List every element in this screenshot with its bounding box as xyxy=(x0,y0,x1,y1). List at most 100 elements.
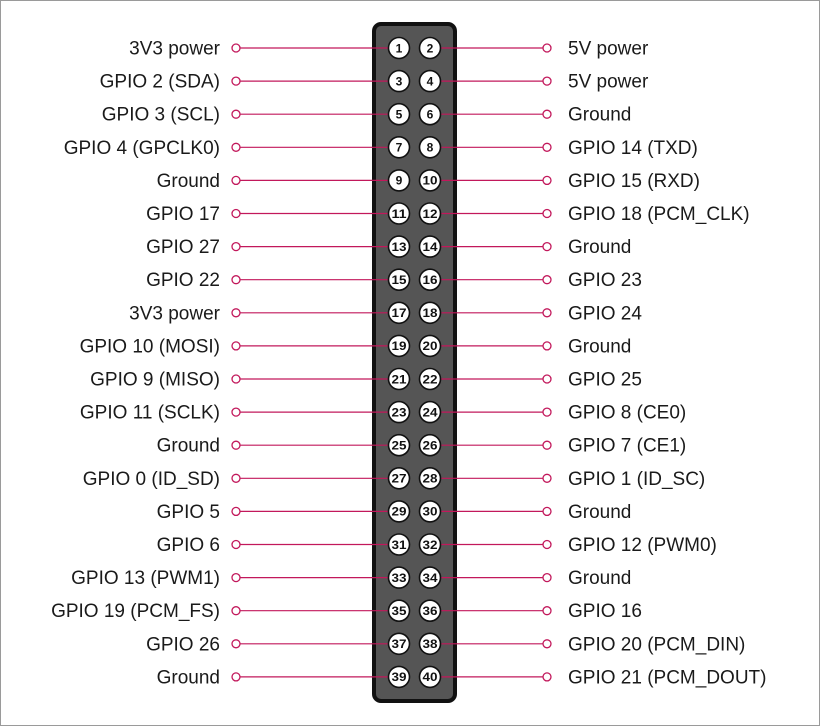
pin-4-number: 4 xyxy=(427,74,434,88)
pin-28-label: GPIO 1 (ID_SC) xyxy=(568,469,705,490)
pin-36-number: 36 xyxy=(423,604,438,618)
pin-8-number: 8 xyxy=(427,141,434,155)
pin-17: 17 3V3 power xyxy=(129,301,411,324)
pin-24-label: GPIO 8 (CE0) xyxy=(568,403,686,424)
pin-7-circle xyxy=(387,136,411,159)
pin-12-number: 12 xyxy=(423,207,438,221)
pin-33-number: 33 xyxy=(392,571,407,585)
pin-2-end-dot xyxy=(542,43,552,53)
pin-11-label: GPIO 17 xyxy=(146,204,220,225)
pin-4: 4 5V power xyxy=(418,69,649,93)
pin-37-end-dot xyxy=(231,639,241,649)
pin-4-circle xyxy=(418,69,442,93)
pin-16-label: GPIO 23 xyxy=(568,270,642,291)
pin-21-number: 21 xyxy=(392,372,407,386)
pin-15-number: 15 xyxy=(392,273,407,287)
pin-38-end-dot xyxy=(542,639,552,649)
pin-27-number: 27 xyxy=(392,472,407,486)
pin-12-end-dot xyxy=(542,208,552,219)
pin-34-number: 34 xyxy=(423,571,438,585)
pin-29-end-dot xyxy=(231,506,241,517)
pin-17-label: 3V3 power xyxy=(129,303,221,324)
pin-30: 30 Ground xyxy=(418,500,631,523)
pin-20-end-dot xyxy=(542,341,552,351)
pin-30-label: Ground xyxy=(568,502,631,523)
pin-30-end-dot xyxy=(542,506,552,517)
pin-13-circle xyxy=(387,235,411,258)
pin-39-end-dot xyxy=(231,672,241,682)
pin-36-end-dot xyxy=(542,606,552,616)
pin-10-label: GPIO 15 (RXD) xyxy=(568,171,700,192)
pin-27-circle xyxy=(387,466,411,490)
pin-16-circle xyxy=(418,268,442,292)
pin-31-end-dot xyxy=(231,539,241,550)
pin-6-number: 6 xyxy=(427,108,434,122)
pin-1-circle xyxy=(387,36,411,60)
pin-3-label: GPIO 2 (SDA) xyxy=(100,72,220,93)
pin-10-end-dot xyxy=(542,175,552,186)
pin-14-number: 14 xyxy=(423,240,438,254)
pin-39-circle xyxy=(387,665,411,689)
pin-7-end-dot xyxy=(231,142,241,152)
pin-11-number: 11 xyxy=(392,207,407,221)
pin-4-label: 5V power xyxy=(568,72,649,93)
pin-23-number: 23 xyxy=(392,405,407,419)
pin-11-end-dot xyxy=(231,208,241,219)
pin-6-label: Ground xyxy=(568,105,631,126)
pin-34-end-dot xyxy=(542,572,552,583)
pin-32-label: GPIO 12 (PWM0) xyxy=(568,535,717,556)
pin-24-circle xyxy=(418,400,442,424)
pin-32-circle xyxy=(418,533,442,556)
pin-1-label: 3V3 power xyxy=(129,39,221,60)
pin-1-end-dot xyxy=(231,43,241,53)
pin-22-label: GPIO 25 xyxy=(568,370,642,391)
pin-15-label: GPIO 22 xyxy=(146,270,220,291)
pin-24-end-dot xyxy=(542,407,552,417)
pin-39-number: 39 xyxy=(392,670,407,684)
pin-11-circle xyxy=(387,202,411,225)
pin-29-label: GPIO 5 xyxy=(157,502,220,523)
pin-32-end-dot xyxy=(542,539,552,550)
pin-25-label: Ground xyxy=(157,436,220,457)
pin-35-number: 35 xyxy=(392,604,407,618)
pin-5-circle xyxy=(387,102,411,126)
pin-12-circle xyxy=(418,202,442,225)
gpio-header-connector xyxy=(372,22,457,703)
pin-38-label: GPIO 20 (PCM_DIN) xyxy=(568,634,745,655)
pin-26-number: 26 xyxy=(423,439,438,453)
pin-16-end-dot xyxy=(542,275,552,285)
pin-17-number: 17 xyxy=(392,306,407,320)
pin-2-number: 2 xyxy=(427,41,434,55)
pin-37-label: GPIO 26 xyxy=(146,634,220,655)
pin-33-label: GPIO 13 (PWM1) xyxy=(71,568,220,589)
pin-21-end-dot xyxy=(231,374,241,384)
pin-20-circle xyxy=(418,334,442,358)
pin-21-circle xyxy=(387,367,411,391)
pin-27-end-dot xyxy=(231,473,241,483)
pin-30-number: 30 xyxy=(423,505,438,519)
pin-15: 15 GPIO 22 xyxy=(146,268,411,291)
pin-26-circle xyxy=(418,433,442,457)
pin-2-circle xyxy=(418,36,442,60)
